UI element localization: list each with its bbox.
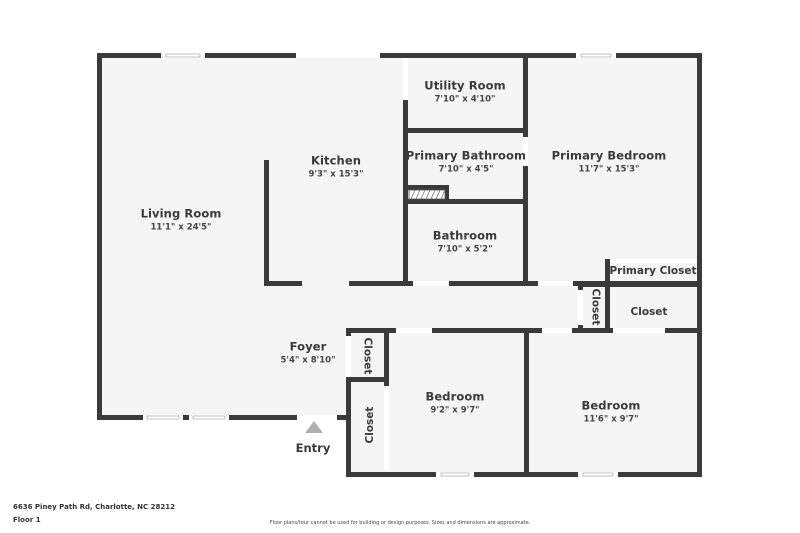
room-hall-closet: Closet [589,288,602,326]
room-name: Utility Room [424,78,506,93]
room-dims: 7'10" x 4'5" [438,164,494,174]
room-name: Bedroom [581,398,641,413]
disclaimer: Floor plans/tour cannot be used for buil… [269,520,531,526]
room-dims: 7'10" x 5'2" [437,244,493,254]
property-address: 6636 Piney Path Rd, Charlotte, NC 28212 [13,503,175,511]
kitchen-walls [264,58,411,286]
room-dims: 11'6" x 9'7" [583,414,639,424]
room-bathroom: Bathroom 7'10" x 5'2" [432,228,498,254]
room-entry-closet: Closet [363,406,376,444]
room-name: Bathroom [432,228,498,243]
entry-label: Entry [295,441,331,455]
room-name: Living Room [140,206,222,221]
room-name: Foyer [289,339,327,354]
front-windows [143,415,350,420]
room-dims: 11'1" x 24'5" [150,222,212,232]
room-foyer-closet: Closet [361,337,374,375]
bath-column-walls [403,58,697,286]
closet-walls [346,259,697,333]
room-bedroom-2: Bedroom 11'6" x 9'7" [581,398,641,424]
room-primary-bedroom: Primary Bedroom 11'7" x 15'3" [551,148,667,174]
entry-marker-icon [305,421,323,433]
top-windows [161,53,616,58]
room-name: Primary Bedroom [551,148,667,163]
room-primary-closet: Primary Closet [609,264,697,277]
room-dims: 9'3" x 15'3" [308,169,364,179]
room-kitchen: Kitchen 9'3" x 15'3" [308,153,364,179]
room-living-room: Living Room 11'1" x 24'5" [140,206,222,232]
room-dims: 11'7" x 15'3" [578,164,640,174]
room-dims: 5'4" x 8'10" [280,355,336,365]
room-bedroom-1: Bedroom 9'2" x 9'7" [425,389,485,415]
room-dims: 9'2" x 9'7" [430,405,480,415]
floor-label: Floor 1 [13,516,41,524]
room-closet-right: Closet [630,305,668,318]
room-dims: 7'10" x 4'10" [434,94,496,104]
room-primary-bathroom: Primary Bathroom 7'10" x 4'5" [405,148,527,174]
room-name: Primary Bathroom [405,148,527,163]
lower-walls [346,330,618,477]
floor-fill [99,55,699,474]
room-foyer: Foyer 5'4" x 8'10" [280,339,336,365]
room-name: Bedroom [425,389,485,404]
room-utility-room: Utility Room 7'10" x 4'10" [424,78,506,104]
room-name: Kitchen [310,153,362,168]
